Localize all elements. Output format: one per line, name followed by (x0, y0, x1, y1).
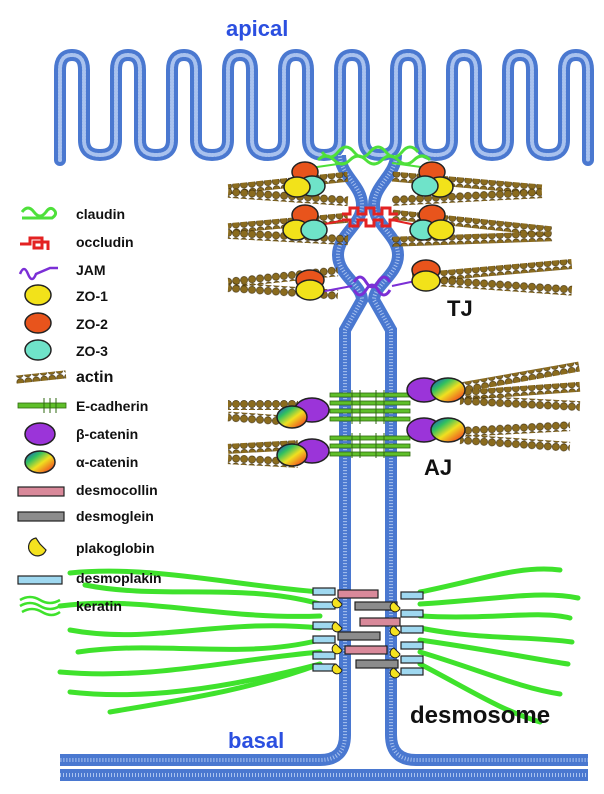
lateral-membranes (60, 154, 588, 781)
occludin-strand (342, 218, 398, 228)
plakoglobin-protein (331, 663, 343, 675)
apical-membrane (54, 49, 594, 166)
zo3-protein (411, 175, 439, 197)
plakoglobin-protein (389, 667, 401, 679)
actin-filament (459, 434, 571, 452)
alpha-catenin-protein (276, 443, 308, 467)
plakoglobin-protein (389, 647, 401, 659)
actin-icon (15, 370, 67, 384)
actin-filament (459, 381, 581, 401)
actin-filament (411, 274, 573, 296)
keratin-filaments (57, 566, 581, 725)
legend-label-plakoglobin: plakoglobin (76, 540, 155, 556)
legend-label-desmocollin: desmocollin (76, 482, 158, 498)
actin-filament (391, 188, 543, 206)
claudin-icon (20, 206, 58, 220)
plakoglobin-protein (389, 601, 401, 613)
actin-filament (459, 421, 571, 437)
apical-label: apical (226, 16, 289, 41)
legend-label-zo3: ZO-3 (76, 343, 108, 359)
legend-label-jam: JAM (76, 262, 106, 278)
plakoglobin-protein (331, 597, 343, 609)
desmoplakin-protein (312, 651, 336, 660)
legend-label-actin: actin (76, 369, 114, 386)
actin-filament (459, 394, 581, 412)
zo1-protein (411, 270, 441, 292)
legend-label-claudin: claudin (76, 206, 126, 222)
jam-strand (352, 283, 392, 297)
zo1-protein (283, 176, 311, 198)
jam-icon (18, 266, 58, 281)
legend-label-zo2: ZO-2 (76, 316, 108, 332)
zo1-protein (295, 279, 325, 301)
desmocollin-protein (344, 645, 388, 655)
aj-label: AJ (424, 455, 453, 480)
zo1-protein (427, 219, 455, 241)
desmoplakin-protein (312, 587, 336, 596)
tj-label: TJ (447, 296, 473, 321)
legend-label-zo1: ZO-1 (76, 288, 108, 304)
desmosome (57, 566, 581, 725)
desmoplakin-protein (400, 667, 424, 676)
desmocollin-protein (337, 589, 379, 599)
desmoplakin-protein (400, 641, 424, 650)
desmocollin-icon (17, 486, 65, 497)
desmoglein-icon (17, 511, 65, 522)
actin-filament (391, 231, 553, 247)
desmoplakin-protein (312, 663, 336, 672)
e-cadherin-icon (17, 398, 67, 413)
plakoglobin-protein (331, 643, 343, 655)
desmosome-label: desmosome (410, 702, 551, 729)
legend-label-desmoplakin: desmoplakin (76, 570, 162, 586)
desmoplakin-protein (312, 621, 336, 630)
actin-filament (227, 187, 349, 207)
e-cadherin-group (329, 392, 411, 457)
legend-label-alpha-catenin: α-catenin (76, 454, 139, 470)
actin-filament (228, 400, 298, 410)
legend-label-keratin: keratin (76, 598, 122, 614)
alpha-catenin-icon (24, 450, 56, 474)
desmoplakin-protein (400, 591, 424, 600)
basal-label: basal (228, 728, 285, 753)
desmoglein-protein (355, 659, 399, 669)
jam-strand (352, 275, 392, 289)
actin-filament (411, 259, 573, 283)
plakoglobin-protein (331, 621, 343, 633)
beta-catenin-icon (24, 422, 56, 446)
plakoglobin-protein (389, 625, 401, 637)
legend-label-beta-catenin: β-catenin (76, 426, 139, 442)
desmoplakin-protein (400, 625, 424, 634)
legend-label-desmoglein: desmoglein (76, 508, 154, 524)
plakoglobin-icon (28, 537, 47, 557)
desmoplakin-protein (400, 609, 424, 618)
claudin-strand (316, 154, 432, 166)
desmoplakin-protein (400, 655, 424, 664)
occludin-icon (20, 236, 50, 250)
legend-label-e-cadherin: E-cadherin (76, 398, 149, 414)
desmocollin-protein (359, 617, 401, 627)
desmoplakin-icon (17, 575, 63, 585)
legend-icons (15, 206, 67, 617)
legend-label-occludin: occludin (76, 234, 134, 250)
occludin-strand (342, 206, 398, 216)
zo1-icon (24, 284, 52, 306)
claudin-strand (320, 145, 420, 159)
alpha-catenin-protein (276, 405, 308, 429)
desmoglein-protein (337, 631, 381, 641)
zo2-icon (24, 312, 52, 334)
zo3-icon (24, 339, 52, 361)
adherens-junction (227, 361, 581, 468)
keratin-icon (19, 595, 61, 617)
alpha-catenin-protein (430, 417, 466, 443)
zo3-protein (300, 219, 328, 241)
actin-filament (460, 361, 580, 393)
alpha-catenin-protein (430, 377, 466, 403)
desmoplakin-protein (312, 635, 336, 644)
tight-junction (227, 145, 573, 301)
